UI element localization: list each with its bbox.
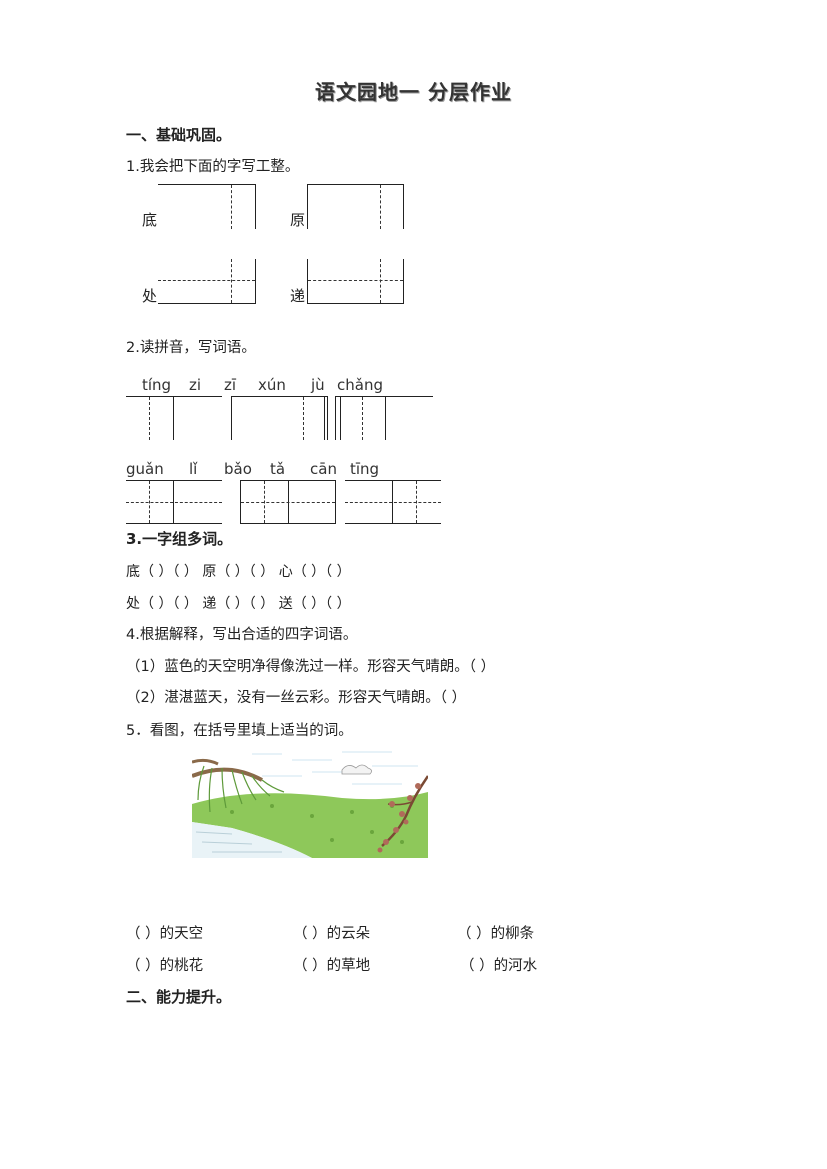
writing-box-tingzi[interactable] [126, 396, 222, 440]
writing-box-yuan[interactable] [307, 184, 404, 229]
willow-river-illustration [192, 746, 428, 858]
question-3-label: 3.一字组多词。 [126, 530, 233, 548]
char-chu: 处 [142, 287, 158, 305]
pinyin-zi-2: zī [224, 376, 237, 394]
question-5-label: 5．看图，在括号里填上适当的词。 [126, 723, 353, 739]
char-di-2: 递 [290, 287, 306, 305]
word-building-row-2[interactable]: 处（ ）（ ） 递（ ）（ ） 送（ ）（ ） [126, 596, 351, 612]
pinyin-bao: bǎo [224, 460, 252, 478]
question-4-label: 4.根据解释，写出合适的四字词语。 [126, 627, 358, 643]
section-heading-basic: 一、基础巩固。 [126, 126, 232, 144]
question-4-item-2[interactable]: （2）湛湛蓝天，没有一丝云彩。形容天气晴朗。（ ） [126, 690, 467, 706]
writing-box-guanli[interactable] [126, 480, 222, 524]
blank-clouds[interactable]: （ ）的云朵 [293, 926, 371, 942]
blank-willow[interactable]: （ ）的柳条 [457, 926, 535, 942]
writing-box-chu[interactable] [158, 259, 256, 304]
pinyin-guan: guǎn [126, 460, 164, 478]
question-1-label: 1.我会把下面的字写工整。 [126, 159, 300, 175]
blank-grass[interactable]: （ ）的草地 [293, 958, 371, 974]
question-2-label: 2.读拼音，写词语。 [126, 340, 256, 356]
page-title: 语文园地一 分层作业 [315, 80, 512, 104]
writing-box-zixun[interactable] [231, 396, 328, 440]
writing-box-canting[interactable] [345, 480, 441, 524]
question-4-item-1[interactable]: （1）蓝色的天空明净得像洗过一样。形容天气晴朗。（ ） [126, 659, 496, 675]
pinyin-ju: jù [311, 376, 325, 394]
pinyin-xun: xún [258, 376, 286, 394]
char-yuan: 原 [290, 211, 306, 229]
pinyin-li: lǐ [189, 460, 198, 478]
pinyin-zi: zi [189, 376, 202, 394]
pinyin-ta: tǎ [270, 460, 286, 478]
blank-sky[interactable]: （ ）的天空 [126, 926, 204, 942]
word-building-row-1[interactable]: 底（ ）（ ） 原（ ）（ ） 心（ ）（ ） [126, 564, 351, 580]
blank-peach[interactable]: （ ）的桃花 [126, 958, 204, 974]
pinyin-ting: tíng [142, 376, 172, 394]
char-di: 底 [142, 211, 158, 229]
pinyin-ting-2: tīng [350, 460, 380, 478]
writing-box-di-2[interactable] [307, 259, 404, 304]
writing-box-juchang[interactable] [335, 396, 433, 440]
section-heading-improve: 二、能力提升。 [126, 988, 232, 1006]
writing-box-di[interactable] [158, 184, 256, 229]
blank-river[interactable]: （ ）的河水 [460, 958, 538, 974]
writing-box-baota[interactable] [240, 480, 336, 524]
pinyin-chang: chǎng [337, 376, 383, 394]
pinyin-can: cān [310, 460, 337, 478]
